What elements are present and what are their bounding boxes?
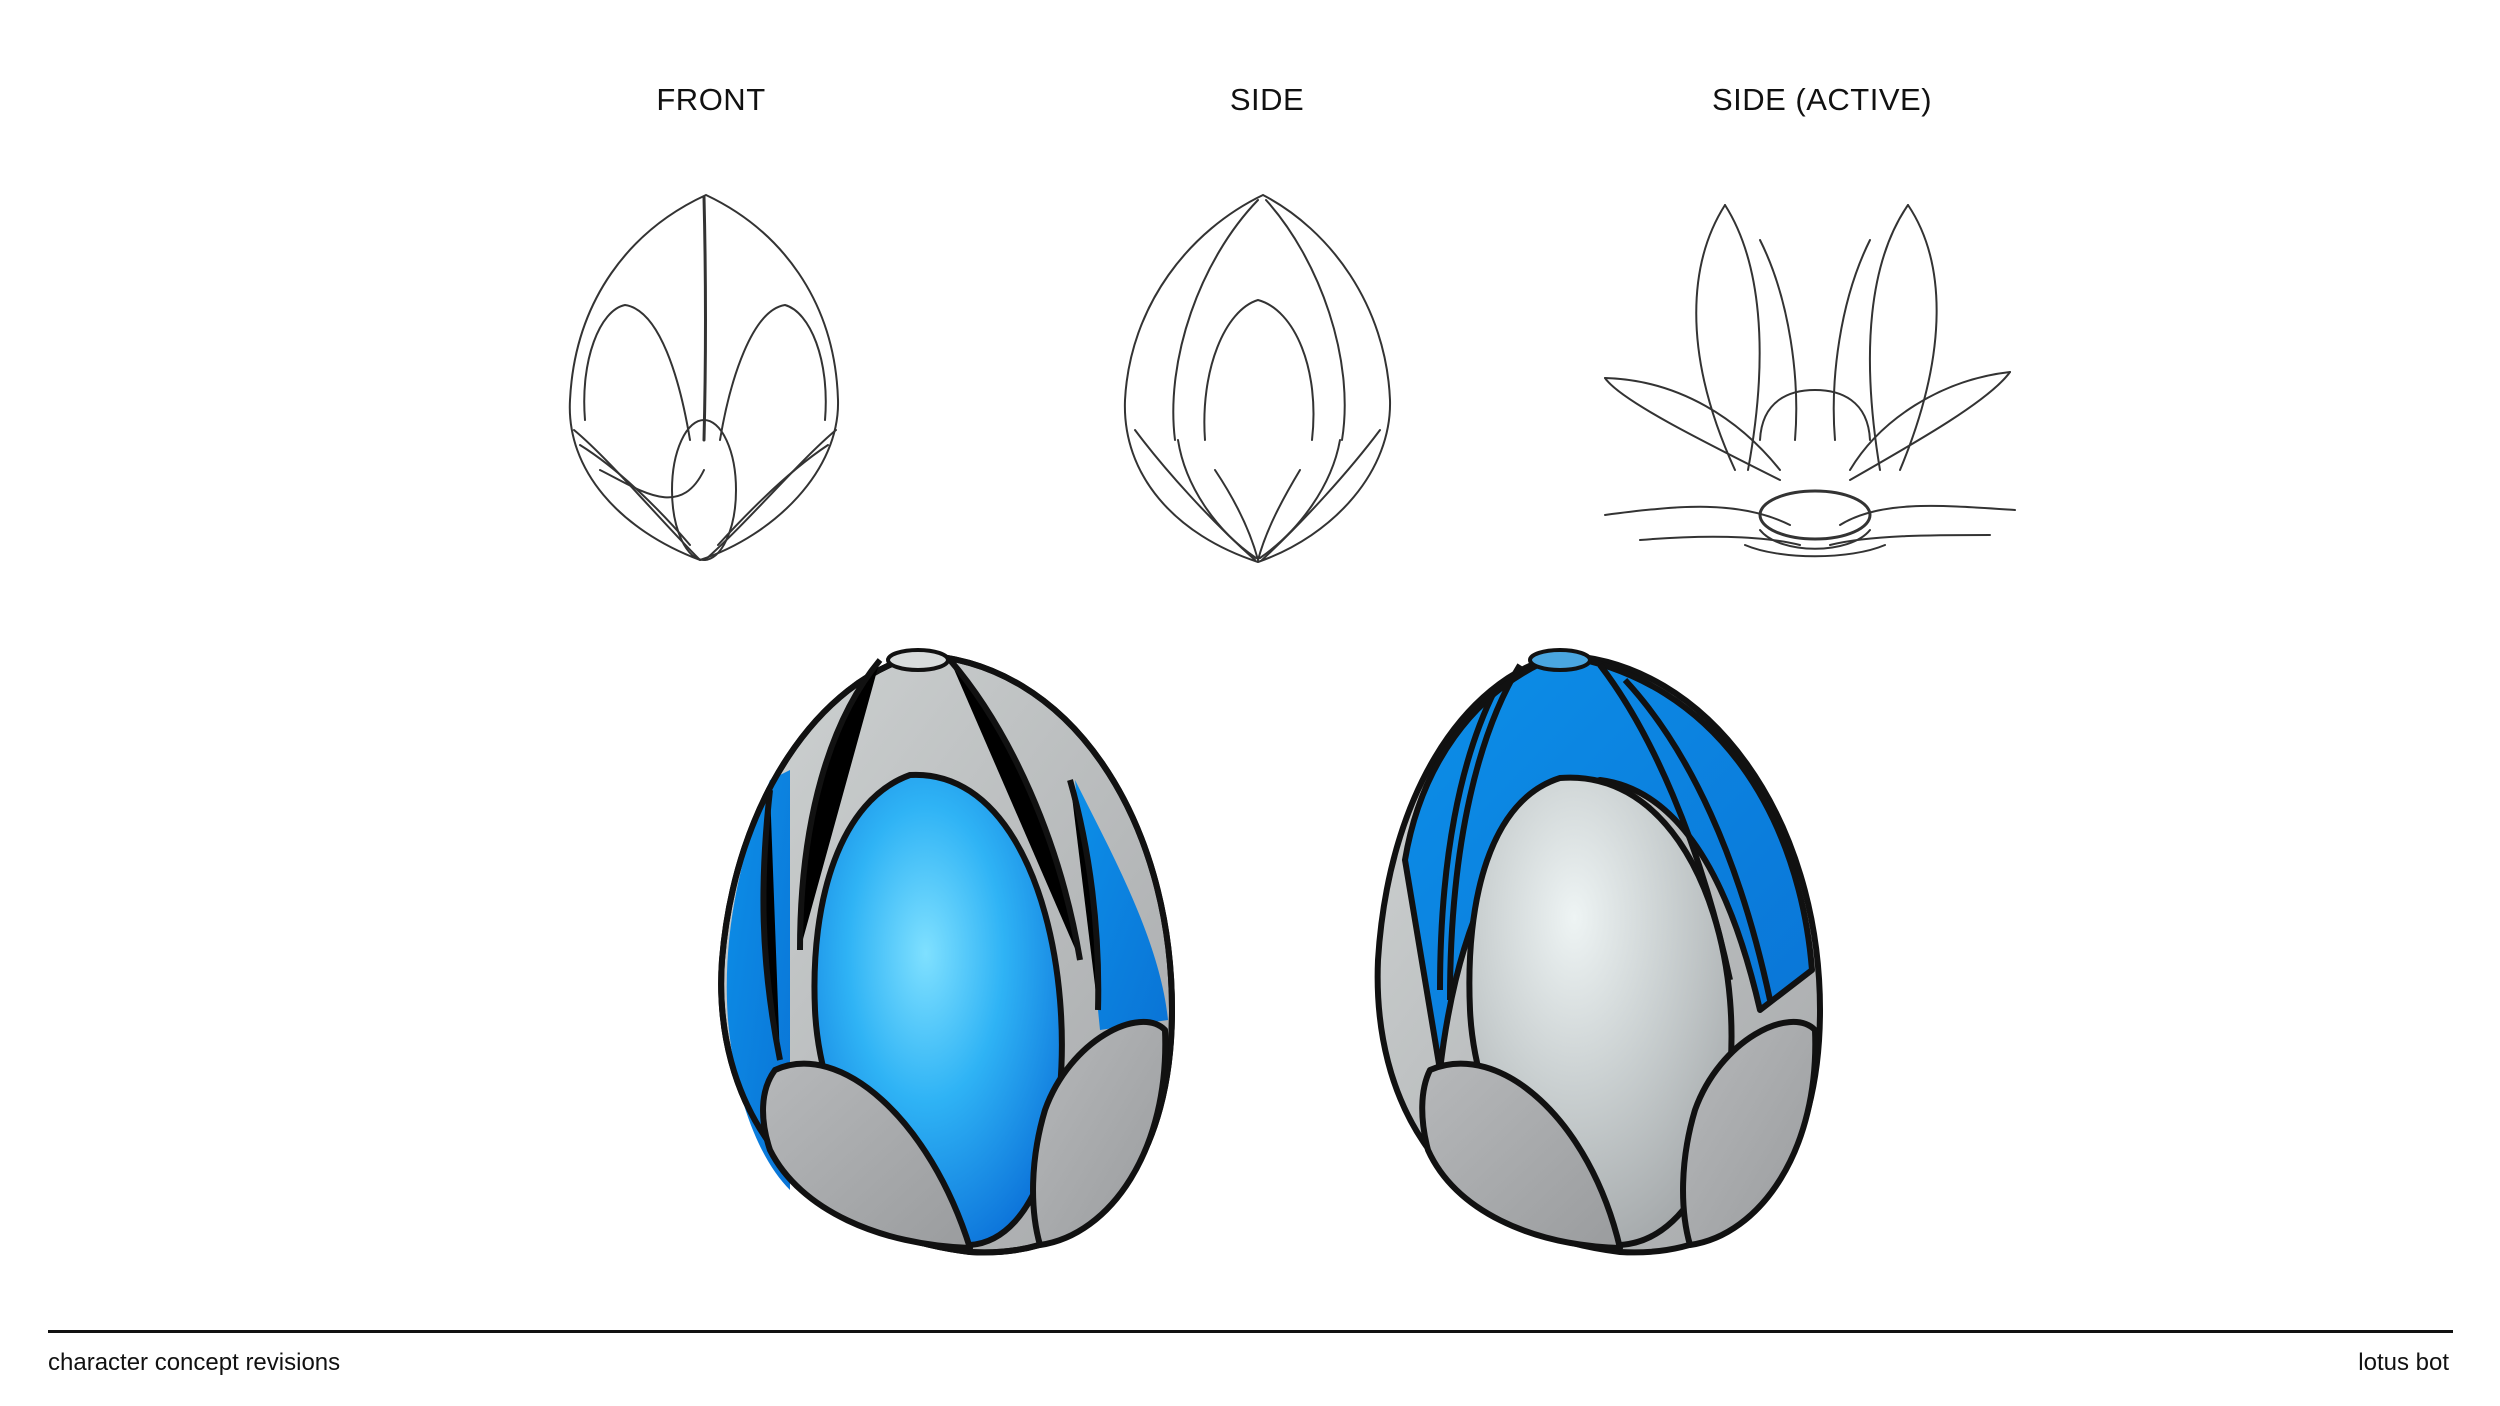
sketch-side [1123,193,1392,564]
render-egg-blue-core [718,648,1175,1256]
sketch-front [568,193,840,562]
label-side-active: SIDE (ACTIVE) [1711,82,1933,117]
footer-project-name: lotus bot [2358,1349,2449,1376]
render-egg-grey-core [1374,648,1823,1256]
label-side: SIDE [1229,82,1305,117]
footer-divider [48,1330,2453,1333]
label-front: FRONT [656,82,766,117]
sketch-side-active [1604,204,2016,558]
footer-caption: character concept revisions [48,1349,341,1376]
